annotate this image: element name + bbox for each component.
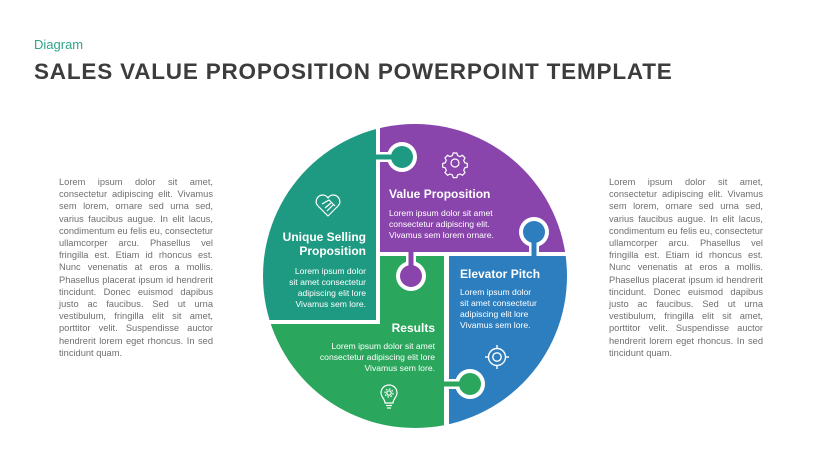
gear-icon	[442, 152, 468, 179]
results-line-1: Lorem ipsum dolor sit amet	[331, 341, 435, 351]
elevator-pitch-line-2: sit amet consectetur	[460, 298, 537, 308]
usp-line-3: adipiscing elit lore	[298, 288, 367, 298]
usp-line-4: Vivamus sem lore.	[295, 299, 366, 309]
piece-elevator-pitch[interactable]	[449, 256, 575, 436]
elevator-pitch-line-3: adipiscing elit lore	[460, 309, 529, 319]
target-icon	[485, 345, 509, 369]
value-proposition-title: Value Proposition	[389, 187, 490, 201]
elevator-pitch-line-1: Lorem ipsum dolor	[460, 287, 531, 297]
slide-category-label: Diagram	[34, 37, 84, 52]
results-line-2: consectetur adipiscing elit lore	[320, 352, 435, 362]
value-proposition-line-3: Vivamus sem lorem ornare.	[389, 230, 494, 240]
lightbulb-gear-icon	[380, 384, 398, 409]
left-description-text: Lorem ipsum dolor sit amet, consectetur …	[59, 177, 213, 358]
slide-title: SALES VALUE PROPOSITION POWERPOINT TEMPL…	[34, 59, 673, 84]
heart-handshake-icon	[315, 194, 341, 217]
usp-line-1: Lorem ipsum dolor	[295, 266, 366, 276]
elevator-pitch-title: Elevator Pitch	[460, 267, 540, 281]
value-proposition-line-1: Lorem ipsum dolor sit amet	[389, 208, 493, 218]
value-proposition-line-2: consectetur adipiscing elit.	[389, 219, 490, 229]
elevator-pitch-line-4: Vivamus sem lore.	[460, 320, 531, 330]
usp-title-line-2: Proposition	[299, 244, 366, 258]
right-description-text: Lorem ipsum dolor sit amet, consectetur …	[609, 177, 763, 358]
usp-line-2: sit amet consectetur	[289, 277, 366, 287]
results-line-3: Vivamus sem lore.	[364, 363, 435, 373]
usp-title-line-1: Unique Selling	[283, 230, 366, 244]
results-title: Results	[392, 321, 436, 335]
